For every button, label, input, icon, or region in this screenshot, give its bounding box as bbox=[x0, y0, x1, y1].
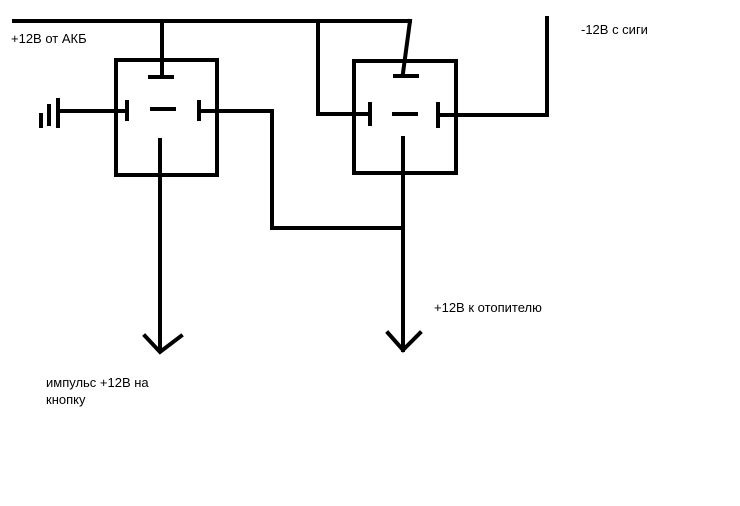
battery-plus-label: +12В от АКБ bbox=[11, 31, 87, 46]
relay-link-wire bbox=[197, 109, 405, 230]
impulse-label-line-2: кнопку bbox=[46, 392, 86, 407]
relay-left-body bbox=[114, 58, 219, 177]
alarm-minus-label: -12В с сиги bbox=[581, 22, 648, 37]
ground-icon bbox=[39, 98, 60, 128]
arrow-down-icon bbox=[142, 333, 184, 355]
impulse-label: импульс +12В на кнопку bbox=[46, 374, 149, 408]
impulse-label-line-1: импульс +12В на bbox=[46, 375, 149, 390]
relay-left bbox=[114, 58, 219, 177]
right-relay-top-feed-wire bbox=[400, 18, 413, 76]
alarm-minus-wire bbox=[436, 16, 549, 117]
heater-plus-label: +12В к отопителю bbox=[434, 300, 542, 315]
right-relay-coil-feed-wire bbox=[316, 19, 372, 116]
arrow-down-icon bbox=[385, 330, 423, 353]
